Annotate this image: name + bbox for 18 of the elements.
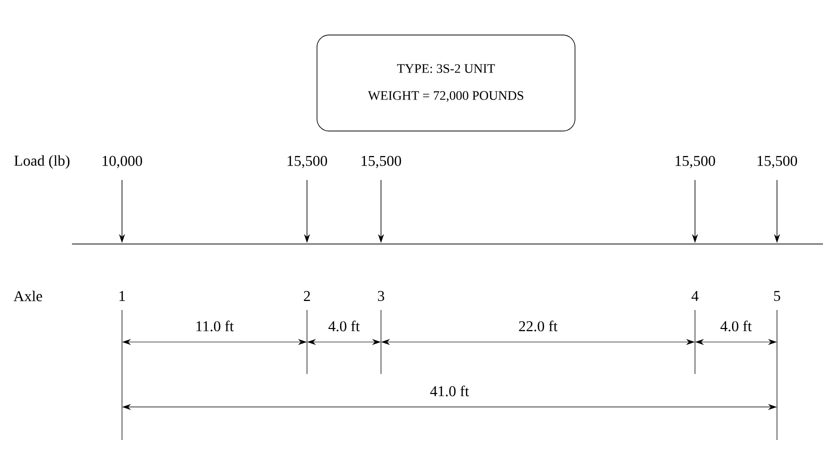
axle-number: 4 [692, 291, 698, 301]
axle-number: 3 [378, 290, 384, 302]
load-value: 15,500 [362, 156, 402, 168]
axis-label: Axle [14, 290, 42, 302]
dimension-label: 4.0 ft [720, 320, 752, 332]
axle-number: 1 [120, 291, 125, 301]
dimension-label: 4.0 ft [328, 320, 360, 332]
axle-number: 2 [304, 291, 310, 301]
dimension-label: 41.0 ft [430, 386, 469, 396]
info-box: TYPE: 3S-2 UNIT WEIGHT = 72,000 POUNDS [316, 34, 576, 132]
load-value: 15,500 [758, 156, 798, 168]
dimension-label: 11.0 ft [196, 320, 234, 332]
dimension-label: 22.0 ft [519, 320, 558, 332]
axle-number: 5 [774, 291, 780, 301]
load-value: 10,000 [102, 156, 142, 168]
load-value: 15,500 [676, 156, 716, 168]
axis-label: Load (lb) [14, 155, 70, 169]
load-value: 15,500 [288, 156, 328, 168]
